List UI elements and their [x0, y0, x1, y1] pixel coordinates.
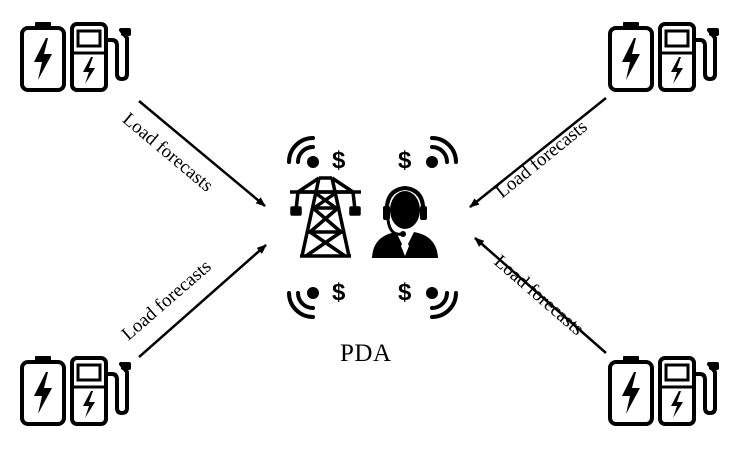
arrow-bottom-right	[474, 237, 607, 354]
signal-wave-icon	[287, 136, 458, 319]
transmission-tower-icon	[290, 176, 361, 258]
ev-station-top-left	[20, 20, 133, 92]
charging-station-icon	[658, 22, 721, 92]
battery-bolt-icon	[608, 20, 654, 92]
dollar-sign-bottom-left: $	[332, 279, 346, 306]
battery-bolt-icon	[20, 354, 66, 426]
arrow-top-right	[469, 97, 607, 208]
operator-headset-icon	[372, 185, 438, 258]
ev-station-top-right	[608, 20, 721, 92]
ev-station-bottom-right	[608, 354, 721, 426]
battery-bolt-icon	[20, 20, 66, 92]
pda-label: PDA	[340, 340, 392, 367]
arrow-bottom-left	[138, 244, 267, 358]
charging-station-icon	[658, 356, 721, 426]
charging-station-icon	[70, 22, 133, 92]
dollar-sign-top-right: $	[398, 147, 412, 174]
arrow-top-left	[138, 100, 266, 207]
dollar-sign-bottom-right: $	[398, 279, 412, 306]
dollar-sign-top-left: $	[332, 147, 346, 174]
battery-bolt-icon	[608, 354, 654, 426]
charging-station-icon	[70, 356, 133, 426]
ev-station-bottom-left	[20, 354, 133, 426]
